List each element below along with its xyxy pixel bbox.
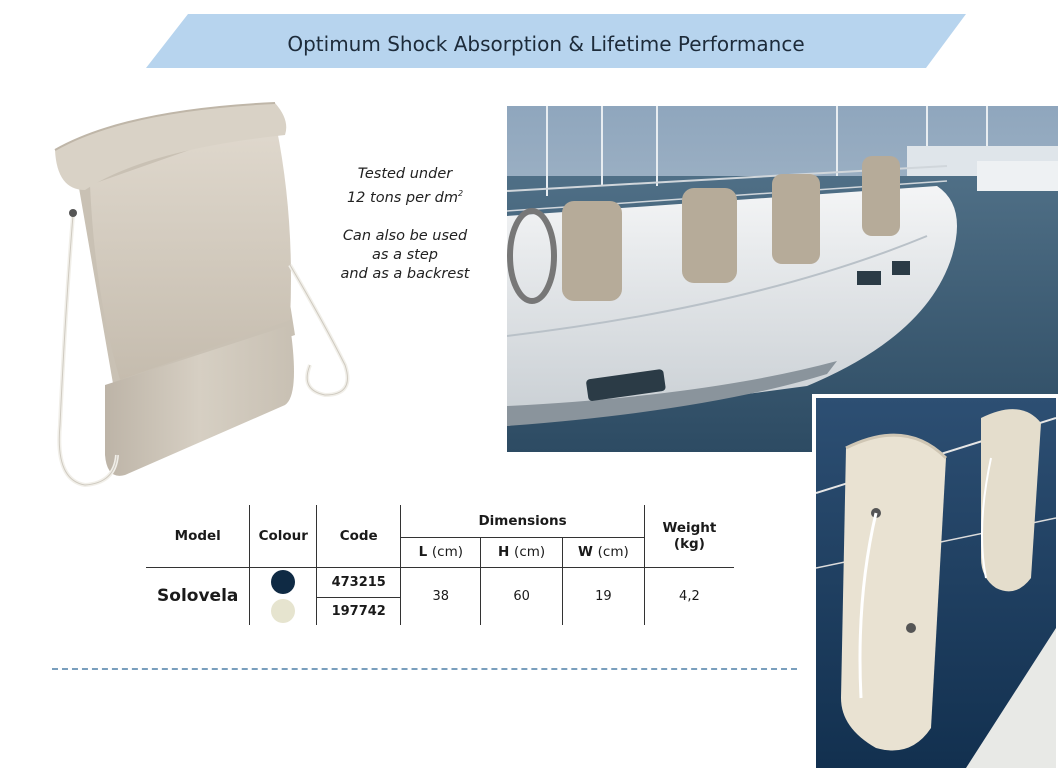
dashed-divider bbox=[52, 668, 797, 670]
l-label: L bbox=[418, 544, 428, 560]
code-cell-2: 197742 bbox=[316, 597, 402, 625]
navy-swatch bbox=[271, 570, 296, 595]
weight-unit: (kg) bbox=[673, 535, 705, 552]
col-w: W (cm) bbox=[562, 537, 645, 568]
w-unit: (cm) bbox=[597, 544, 629, 560]
spec-table: Model Colour Code Dimensions Weight (kg)… bbox=[146, 505, 734, 625]
code-cell-1: 473215 bbox=[316, 567, 402, 598]
feature-tested-line2: 12 tons per dm bbox=[346, 189, 458, 206]
weight-label: Weight bbox=[662, 519, 717, 536]
product-image bbox=[45, 95, 365, 505]
weight-value: 4,2 bbox=[679, 588, 700, 604]
model-name: Solovela bbox=[157, 586, 239, 607]
superscript: 2 bbox=[457, 189, 464, 198]
col-colour: Colour bbox=[249, 505, 318, 568]
l-value: 38 bbox=[400, 567, 482, 625]
h-label: H bbox=[498, 544, 510, 560]
closeup-photo bbox=[812, 394, 1058, 772]
col-dimensions: Dimensions bbox=[400, 505, 645, 538]
cream-swatch bbox=[271, 599, 296, 623]
colour-cell-cream bbox=[249, 597, 318, 625]
colour-cell-navy bbox=[249, 567, 318, 597]
w-label: W bbox=[578, 544, 593, 560]
feature-tested-line1: Tested under bbox=[357, 166, 453, 182]
banner-title: Optimum Shock Absorption & Lifetime Perf… bbox=[287, 32, 805, 56]
col-weight: Weight (kg) bbox=[644, 505, 734, 568]
title-banner: Optimum Shock Absorption & Lifetime Perf… bbox=[146, 14, 966, 68]
feature-step-line3: and as a backrest bbox=[340, 265, 470, 282]
col-code: Code bbox=[316, 505, 402, 568]
w-value: 19 bbox=[562, 567, 645, 625]
feature-list: Tested under 12 tons per dm2 Can also be… bbox=[300, 165, 510, 303]
col-h: H (cm) bbox=[480, 537, 563, 568]
col-l: L (cm) bbox=[400, 537, 482, 568]
banner-shape bbox=[146, 14, 966, 68]
l-unit: (cm) bbox=[431, 544, 463, 560]
model-cell: Solovela bbox=[146, 567, 251, 625]
h-value: 60 bbox=[480, 567, 563, 625]
feature-step-line1: Can also be used bbox=[342, 227, 468, 244]
feature-step-line2: as a step bbox=[372, 246, 438, 263]
col-model: Model bbox=[146, 505, 251, 568]
h-unit: (cm) bbox=[514, 544, 546, 560]
